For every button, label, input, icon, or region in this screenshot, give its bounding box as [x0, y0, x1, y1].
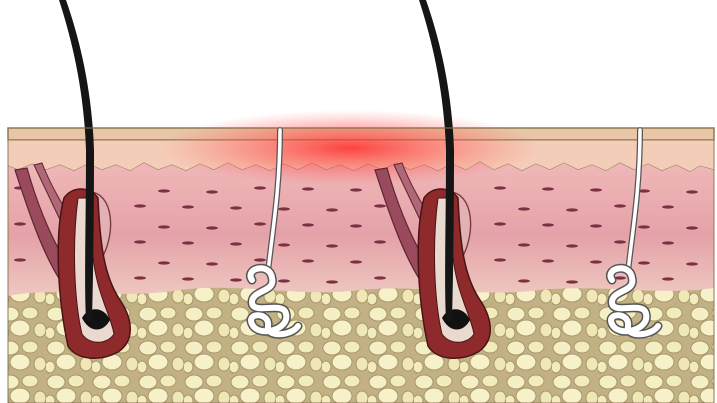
- dermal-cell: [566, 244, 578, 247]
- dermal-cell: [686, 262, 698, 265]
- dermal-cell: [542, 187, 554, 190]
- dermal-cell: [374, 204, 386, 207]
- dermal-cell: [614, 240, 626, 243]
- dermal-cell: [518, 279, 530, 282]
- dermal-cell: [302, 223, 314, 226]
- dermal-cell: [134, 240, 146, 243]
- dermal-cell: [638, 261, 650, 264]
- dermal-cell: [590, 188, 602, 191]
- dermal-cell: [230, 206, 242, 209]
- dermal-cell: [158, 189, 170, 192]
- dermal-cell: [662, 277, 674, 280]
- dermal-cell: [254, 186, 266, 189]
- dermal-cell: [566, 280, 578, 283]
- dermal-cell: [14, 222, 26, 225]
- dermal-cell: [182, 241, 194, 244]
- dermal-cell: [590, 260, 602, 263]
- dermal-cell: [494, 186, 506, 189]
- dermal-cell: [494, 222, 506, 225]
- dermal-cell: [278, 207, 290, 210]
- dermal-cell: [206, 262, 218, 265]
- dermal-cell: [638, 225, 650, 228]
- dermal-cell: [518, 207, 530, 210]
- dermal-cell: [566, 208, 578, 211]
- dermal-cell: [326, 244, 338, 247]
- dermal-cell: [230, 242, 242, 245]
- dermal-cell: [326, 280, 338, 283]
- dermal-cell: [14, 258, 26, 261]
- dermal-cell: [374, 276, 386, 279]
- dermal-cell: [494, 258, 506, 261]
- dermal-cell: [230, 278, 242, 281]
- dermal-cell: [686, 226, 698, 229]
- dermal-cell: [302, 259, 314, 262]
- dermal-cell: [350, 224, 362, 227]
- dermal-cell: [302, 187, 314, 190]
- dermal-cell: [254, 222, 266, 225]
- dermal-cell: [542, 259, 554, 262]
- dermal-cell: [518, 243, 530, 246]
- dermal-cell: [278, 279, 290, 282]
- dermal-cell: [206, 190, 218, 193]
- dermal-cell: [542, 223, 554, 226]
- dermal-cell: [662, 205, 674, 208]
- dermal-cell: [278, 243, 290, 246]
- inflammation-highlight: [160, 110, 540, 186]
- dermal-cell: [158, 225, 170, 228]
- dermal-cell: [254, 258, 266, 261]
- dermal-cell: [206, 226, 218, 229]
- dermal-cell: [326, 208, 338, 211]
- dermal-cell: [182, 277, 194, 280]
- dermal-cell: [182, 205, 194, 208]
- dermal-cell: [134, 204, 146, 207]
- dermal-cell: [350, 260, 362, 263]
- dermal-cell: [134, 276, 146, 279]
- dermal-cell: [350, 188, 362, 191]
- dermal-cell: [614, 204, 626, 207]
- dermal-cell: [374, 240, 386, 243]
- dermal-cell: [158, 261, 170, 264]
- dermal-cell: [686, 190, 698, 193]
- dermal-cell: [590, 224, 602, 227]
- dermal-cell: [662, 241, 674, 244]
